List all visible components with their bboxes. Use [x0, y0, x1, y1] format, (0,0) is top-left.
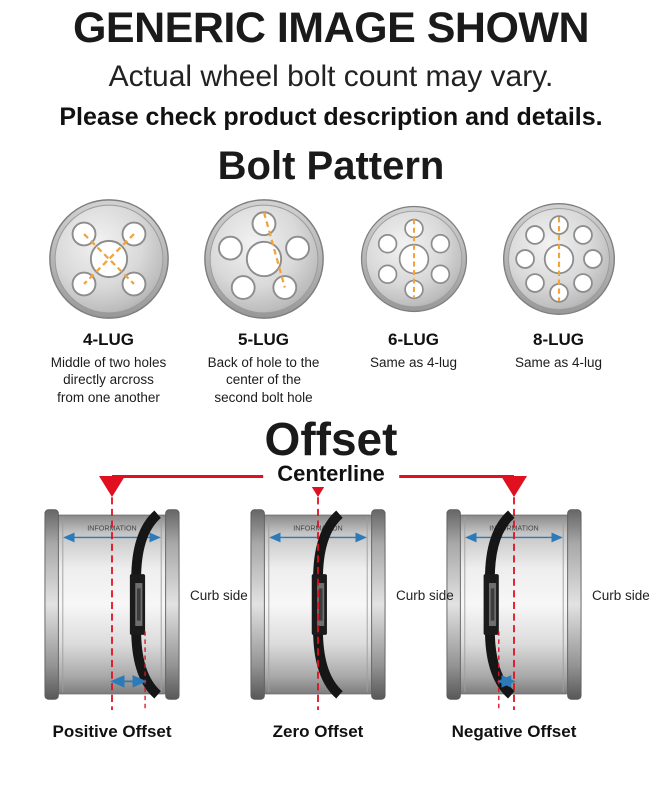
curb-side-label-3: Curb side [592, 587, 650, 603]
lug-label-8: 8-LUG [533, 330, 584, 349]
wheel-spoke-bottom [484, 629, 515, 699]
lug-label-5: 5-LUG [238, 330, 289, 349]
wheel-5lug-icon [203, 199, 324, 319]
zero-offset-label: Zero Offset [272, 721, 364, 741]
wheel-spoke-top [484, 510, 515, 580]
centerline-arrow-left [99, 475, 125, 497]
wheel-4lug-icon [48, 199, 169, 319]
lug-label-6: 6-LUG [388, 330, 439, 349]
wheel-spoke-top [131, 510, 162, 580]
curb-side-label-1: Curb side [190, 587, 248, 603]
negative-offset-wheel-diagram: INFORMATION [446, 497, 582, 710]
page-title: GENERIC IMAGE SHOWN [72, 4, 590, 52]
wheel-spoke-bottom [131, 629, 162, 699]
lug-figure-8: 8-LUG Same as 4-lug [486, 193, 631, 406]
zero-offset-wheel-diagram: INFORMATION [250, 497, 386, 710]
page-note: Please check product description and det… [59, 103, 603, 131]
bolt-pattern-title: Bolt Pattern [217, 144, 445, 188]
wheel-6lug-box [341, 193, 486, 325]
curb-side-label-2: Curb side [396, 587, 454, 603]
lug-figure-5: 5-LUG Back of hole to the center of the … [186, 193, 341, 406]
bolt-pattern-row: 4-LUG Middle of two holes directly arcro… [0, 193, 662, 406]
positive-offset-label: Positive Offset [52, 721, 172, 741]
lug-desc-8: Same as 4-lug [514, 355, 603, 370]
lug-figure-4: 4-LUG Middle of two holes directly arcro… [31, 193, 186, 406]
rim-width-text: INFORMATION [293, 524, 342, 532]
lug-desc-6: Same as 4-lug [369, 355, 458, 370]
wheel-6lug-icon [360, 205, 467, 313]
rim-width-text: INFORMATION [87, 524, 136, 532]
positive-offset-wheel-diagram: INFORMATION [44, 497, 180, 710]
lug-desc-5: Back of hole to the center of the second… [207, 355, 320, 405]
rim-width-text: INFORMATION [489, 524, 538, 532]
measure-line-diagonal-1 [82, 233, 135, 285]
wheel-4lug-box [31, 193, 186, 325]
measure-line-diagonal-2 [82, 233, 135, 285]
lug-desc-4: Middle of two holes directly arcross fro… [50, 355, 167, 405]
page-subtitle: Actual wheel bolt count may vary. [108, 60, 554, 93]
centerline-arrow-right [501, 475, 527, 497]
lug-figure-6: 6-LUG Same as 4-lug [341, 193, 486, 406]
negative-offset-label: Negative Offset [451, 721, 577, 741]
lug-label-4: 4-LUG [83, 330, 134, 349]
wheel-8lug-box [486, 193, 631, 325]
wheel-8lug-icon [502, 203, 615, 315]
centerline-label: Centerline [263, 460, 399, 487]
wheel-5lug-box [186, 193, 341, 325]
measure-line-5lug [262, 211, 286, 288]
offset-title: Offset [264, 412, 398, 465]
offset-diagram: Centerline INFORMATION INFOR [0, 460, 662, 760]
